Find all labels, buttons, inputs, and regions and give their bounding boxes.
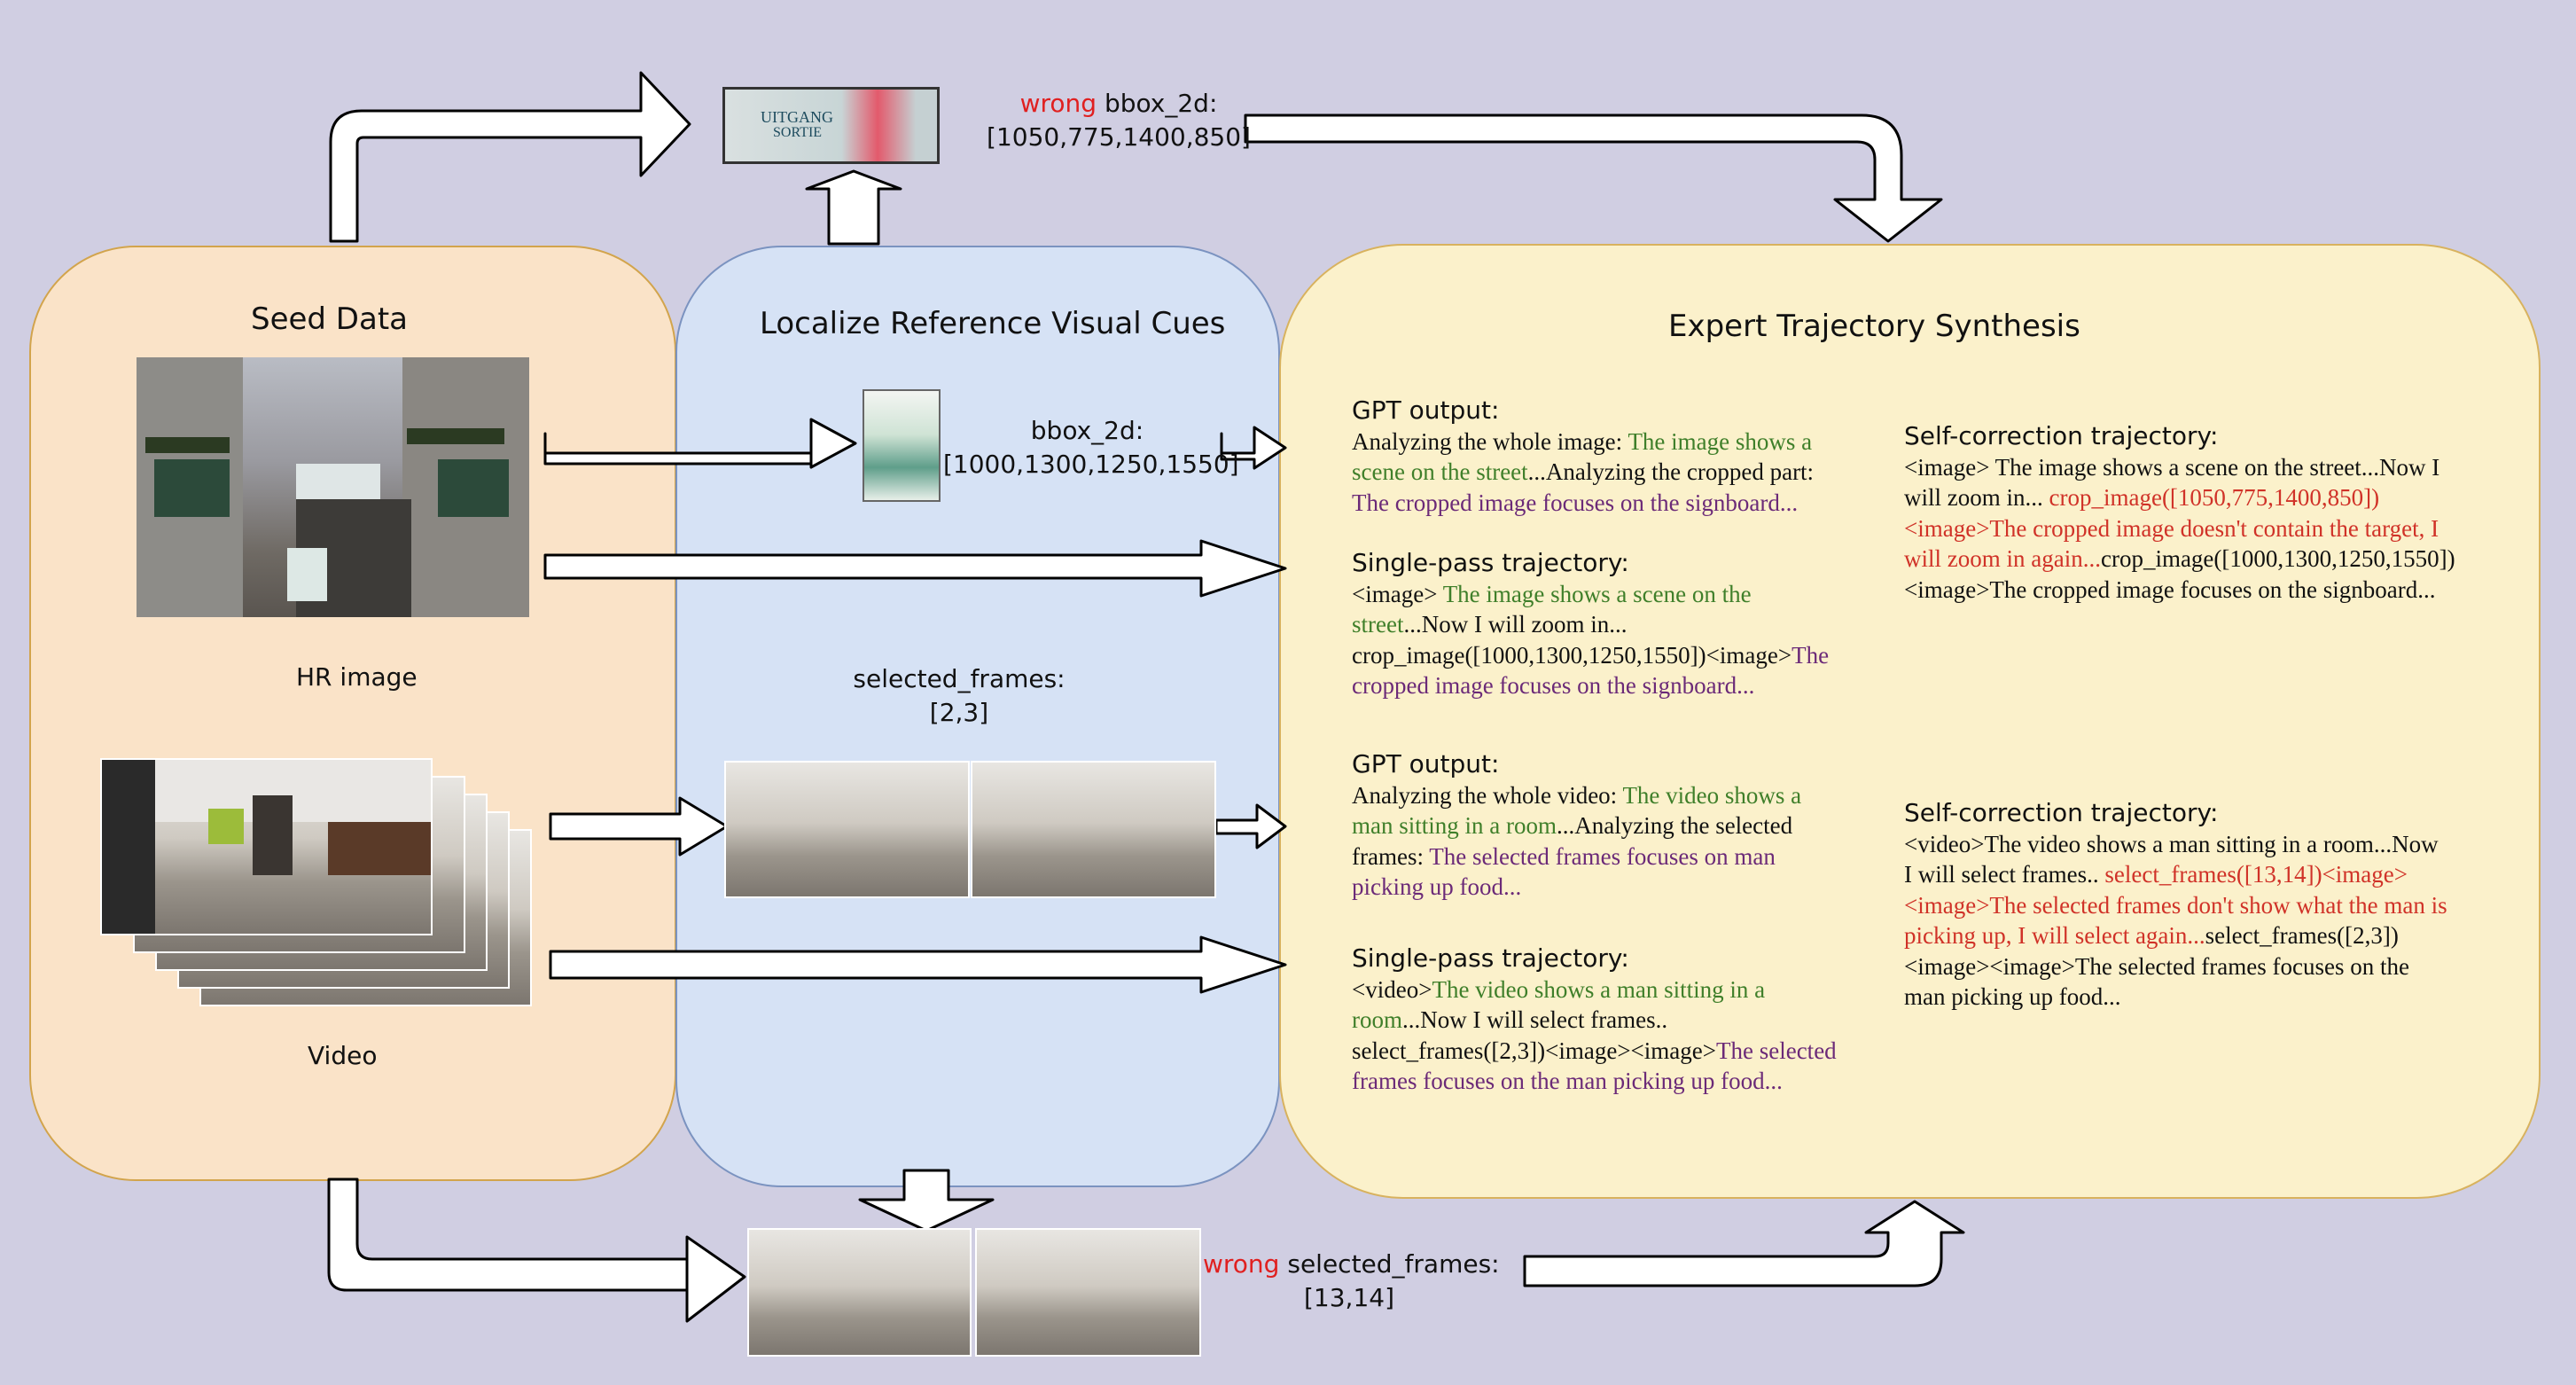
selected-frames-label: selected_frames: bbox=[853, 664, 1066, 693]
sign-text-1: UITGANG bbox=[761, 108, 833, 126]
arrow-wrong-bbox-to-expert bbox=[1244, 113, 1943, 243]
video-single-text: <video> bbox=[1352, 975, 1432, 1003]
video-self-text: <video>The video shows a man sitting in … bbox=[1904, 830, 2439, 857]
image-single-text: street bbox=[1352, 611, 1404, 638]
video-self-text: <image>The selected frames don't show wh… bbox=[1904, 891, 2447, 919]
video-gpt-text: frames: bbox=[1352, 842, 1430, 870]
video-single-text: frames focuses on the man picking up foo… bbox=[1352, 1068, 1783, 1094]
video-single-text: The selected bbox=[1716, 1037, 1837, 1064]
selected-frames-text: selected_frames: [2,3] bbox=[831, 662, 1088, 730]
image-self-text: <image>The cropped image focuses on the … bbox=[1904, 575, 2436, 603]
image-single-text: The image shows a scene on the bbox=[1442, 580, 1752, 607]
arrow-seed-to-wrong-crop bbox=[329, 71, 691, 243]
image-single-text: The bbox=[1791, 641, 1830, 669]
image-self-text: crop_image([1050,775,1400,850]) bbox=[2049, 484, 2380, 511]
video-self-text: picking up, I will select again... bbox=[1904, 922, 2205, 949]
hr-image-label: HR image bbox=[296, 662, 418, 692]
image-self-text: will zoom in again... bbox=[1904, 545, 2101, 572]
arrow-video-to-frames bbox=[549, 796, 729, 857]
wrong-bbox-text: wrong bbox_2d: [1050,775,1400,850] bbox=[959, 87, 1278, 154]
selected-frames-value: [2,3] bbox=[929, 698, 989, 727]
video-self-text: select_frames([13,14])<image> bbox=[2104, 861, 2408, 888]
video-self-text: <image><image>The selected frames focuse… bbox=[1904, 952, 2409, 980]
cropped-poster-image bbox=[863, 389, 941, 502]
wrong-frames-text: wrong selected_frames: [13,14] bbox=[1203, 1248, 1500, 1315]
image-gpt-text: Analyzing the whole image: bbox=[1352, 427, 1628, 455]
arrow-seed-to-bottom-frames bbox=[327, 1178, 746, 1323]
video-self-correction-block: Self-correction trajectory: <video>The v… bbox=[1904, 798, 2447, 1013]
image-self-text: crop_image([1000,1300,1250,1550]) bbox=[2100, 545, 2455, 572]
arrow-wrong-frames-to-expert bbox=[1523, 1200, 1965, 1287]
video-single-header: Single-pass trajectory: bbox=[1352, 943, 1629, 973]
image-self-text: <image> The image shows a scene on the s… bbox=[1904, 453, 2440, 481]
image-gpt-output-block: GPT output: Analyzing the whole image: T… bbox=[1352, 395, 1814, 518]
bbox-text: bbox_2d: [1000,1300,1250,1550] bbox=[943, 414, 1239, 481]
image-gpt-text: The image shows a bbox=[1628, 427, 1813, 455]
video-gpt-text: Analyzing the whole video: bbox=[1352, 781, 1623, 809]
sign-text-2: SORTIE bbox=[773, 125, 823, 140]
video-self-text: I will select frames.. bbox=[1904, 861, 2105, 888]
video-frame-front bbox=[100, 758, 433, 935]
wrong-bbox-value: [1050,775,1400,850] bbox=[987, 122, 1251, 152]
expert-title: Expert Trajectory Synthesis bbox=[1668, 309, 2080, 344]
arrow-hr-to-expert bbox=[543, 539, 1287, 598]
video-gpt-text: The video shows a bbox=[1622, 781, 1802, 809]
arrow-localize-to-sign bbox=[805, 169, 902, 246]
selected-frame-2 bbox=[724, 761, 970, 898]
wrong-tag: wrong bbox=[1019, 89, 1097, 118]
video-gpt-text: The selected frames focuses on man bbox=[1429, 842, 1776, 870]
video-self-text: man picking up food... bbox=[1904, 983, 2121, 1010]
image-single-header: Single-pass trajectory: bbox=[1352, 548, 1629, 577]
video-single-text: The video shows a man sitting in a bbox=[1432, 975, 1766, 1003]
wrong-frames-tag: wrong bbox=[1203, 1249, 1280, 1279]
wrong-frame-14 bbox=[975, 1228, 1201, 1357]
arrow-video-to-expert bbox=[549, 935, 1287, 994]
video-self-text: select_frames([2,3]) bbox=[2205, 922, 2399, 949]
video-single-pass-block: Single-pass trajectory: <video>The video… bbox=[1352, 943, 1837, 1097]
video-single-text: room bbox=[1352, 1006, 1402, 1033]
image-single-text: <image> bbox=[1352, 580, 1443, 607]
video-gpt-header: GPT output: bbox=[1352, 749, 1500, 779]
video-gpt-text: picking up food... bbox=[1352, 873, 1522, 900]
expert-panel bbox=[1279, 244, 2541, 1199]
arrow-bbox-to-expert bbox=[1220, 426, 1287, 470]
video-gpt-text: man sitting in a room bbox=[1352, 812, 1557, 839]
image-gpt-text: The cropped image focuses on the signboa… bbox=[1352, 489, 1799, 516]
wrong-frame-13 bbox=[747, 1228, 972, 1357]
image-gpt-text: ...Analyzing the cropped part: bbox=[1527, 458, 1815, 485]
selected-frame-3 bbox=[971, 761, 1216, 898]
wrong-frames-label: selected_frames: bbox=[1287, 1249, 1500, 1279]
video-gpt-output-block: GPT output: Analyzing the whole video: T… bbox=[1352, 749, 1801, 903]
arrow-hr-to-poster bbox=[543, 418, 857, 469]
localize-title: Localize Reference Visual Cues bbox=[760, 306, 1226, 341]
seed-data-title: Seed Data bbox=[251, 301, 408, 337]
wrong-crop-signboard: UITGANG SORTIE bbox=[722, 87, 940, 164]
wrong-frames-value: [13,14] bbox=[1303, 1283, 1394, 1312]
street-scene-illustration bbox=[137, 357, 529, 617]
image-self-correction-block: Self-correction trajectory: <image> The … bbox=[1904, 421, 2455, 605]
video-self-header: Self-correction trajectory: bbox=[1904, 798, 2219, 827]
localize-panel bbox=[675, 246, 1280, 1187]
wrong-bbox-label: bbox_2d: bbox=[1104, 89, 1218, 118]
image-single-pass-block: Single-pass trajectory: <image> The imag… bbox=[1352, 548, 1829, 701]
image-gpt-text: scene on the street bbox=[1352, 458, 1528, 485]
image-gpt-header: GPT output: bbox=[1352, 395, 1500, 425]
bbox-value: [1000,1300,1250,1550] bbox=[943, 450, 1239, 479]
image-single-text: ...Now I will zoom in... bbox=[1403, 611, 1628, 638]
video-single-text: ...Now I will select frames.. bbox=[1402, 1006, 1668, 1033]
bbox-label: bbox_2d: bbox=[1030, 416, 1144, 445]
hr-street-image bbox=[137, 357, 529, 617]
video-gpt-text: ...Analyzing the selected bbox=[1556, 812, 1793, 839]
image-self-text: <image>The cropped image doesn't contain… bbox=[1904, 514, 2439, 542]
room-scene-illustration bbox=[102, 760, 431, 934]
image-self-text: will zoom in... bbox=[1904, 484, 2049, 511]
video-single-text: select_frames([2,3])<image><image> bbox=[1352, 1037, 1716, 1064]
arrow-frames-to-expert bbox=[1214, 803, 1287, 849]
arrow-localize-to-bottom-frames bbox=[858, 1169, 995, 1232]
image-single-text: crop_image([1000,1300,1250,1550])<image> bbox=[1352, 641, 1792, 669]
video-label: Video bbox=[308, 1041, 378, 1070]
image-single-text: cropped image focuses on the signboard..… bbox=[1352, 672, 1755, 699]
image-self-header: Self-correction trajectory: bbox=[1904, 421, 2219, 450]
